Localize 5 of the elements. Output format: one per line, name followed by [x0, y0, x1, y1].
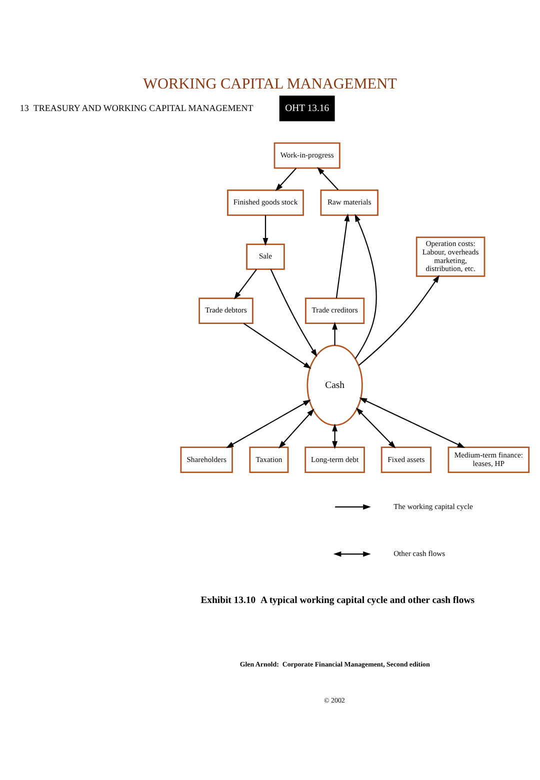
diagram-title: WORKING CAPITAL MANAGEMENT: [143, 75, 397, 92]
legend-label: The working capital cycle: [394, 501, 473, 510]
label: 13 TREASURY AND WORKING CAPITAL MANAGEMENT: [20, 102, 254, 112]
legend-label: Other cash flows: [394, 548, 446, 558]
caption: Exhibit 13.10 A typical working capital cycle and other cash flows: [200, 594, 474, 606]
